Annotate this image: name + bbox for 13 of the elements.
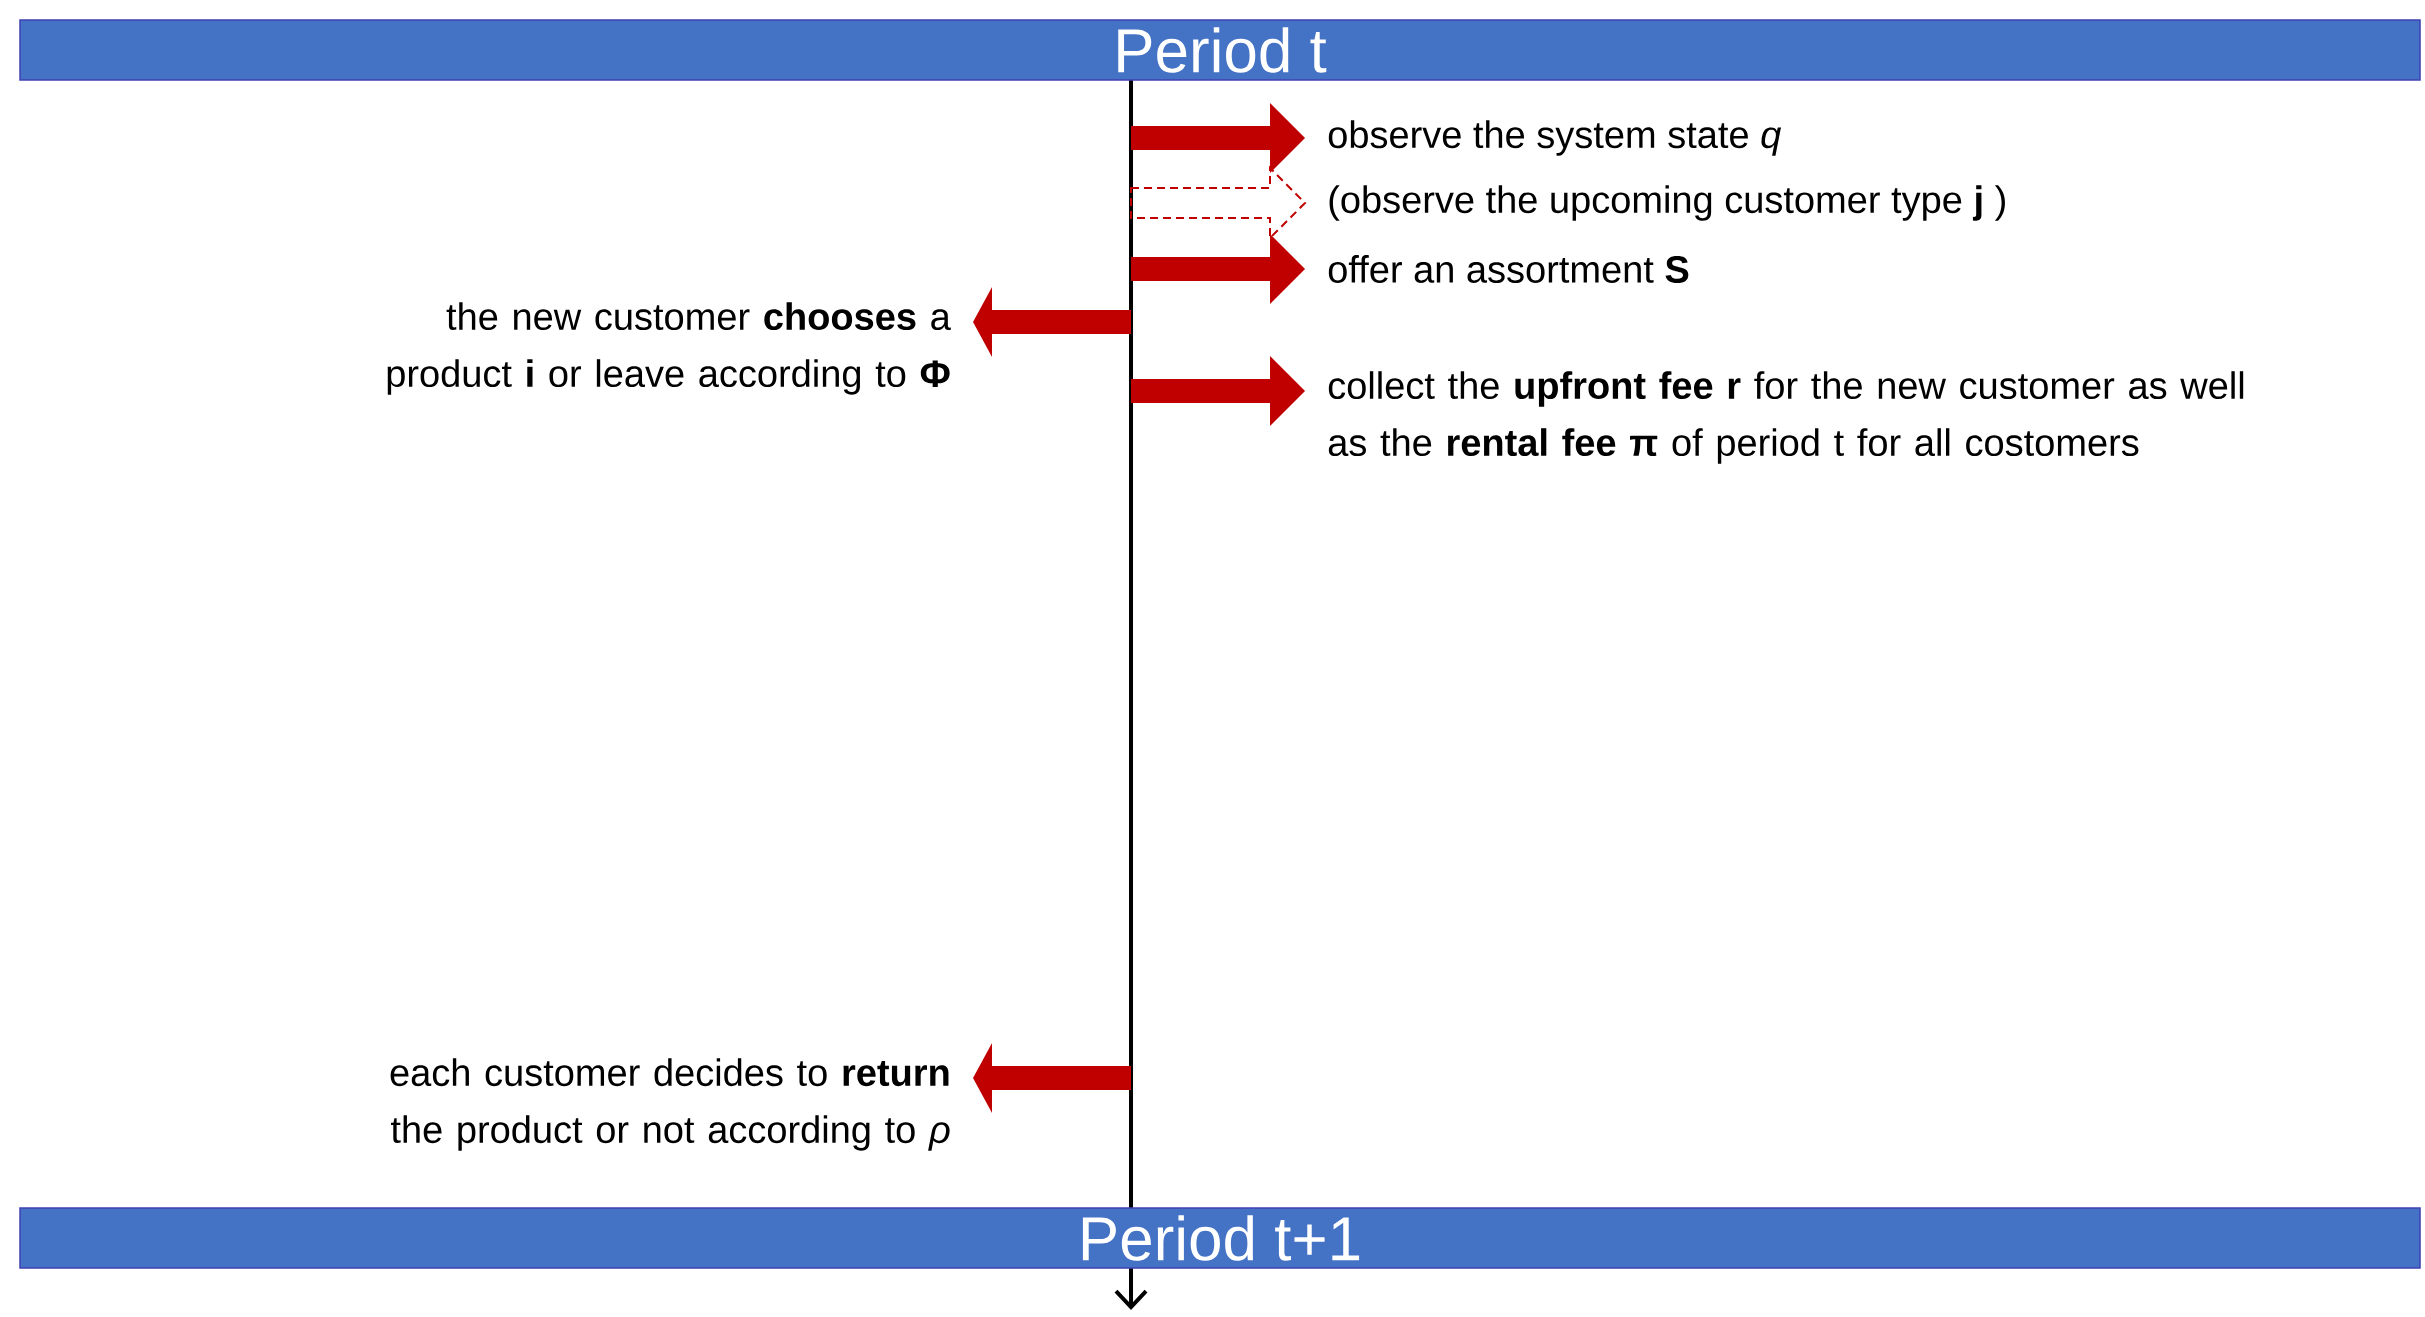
step-text: observe the system state q (1328, 120, 1782, 156)
step-text: the new customer chooses a product i or leave according to Φ (387, 302, 951, 395)
block-arrow (1131, 234, 1305, 304)
block-arrow (973, 1043, 1131, 1113)
block-arrow (1131, 356, 1305, 426)
step-text: collect the upfront fee r for the new customer as well as the rental fee π of period t for all costomers (1328, 371, 2244, 464)
block-arrow (973, 287, 1131, 357)
period-band: Period t+1 (19, 1207, 2421, 1269)
step-text: offer an assortment S (1328, 255, 1689, 283)
period-band: Period t (19, 19, 2421, 81)
block-arrow (1131, 103, 1305, 173)
step-text: each customer decides to return the product or not according to ρ (390, 1058, 950, 1151)
step-text: (observe the upcoming customer type j ) (1329, 185, 2005, 221)
